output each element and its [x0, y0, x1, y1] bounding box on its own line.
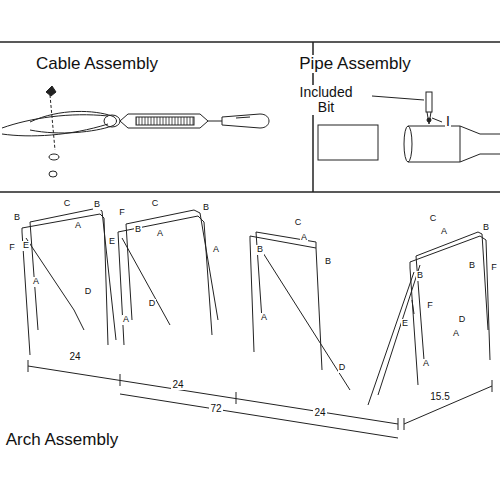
dimension-label: 24 [68, 351, 81, 362]
part-letter: A [440, 227, 448, 237]
part-letter: E [22, 241, 30, 251]
dimension-label: 15.5 [429, 391, 450, 402]
part-letter: C [151, 199, 160, 209]
part-letter: A [122, 315, 130, 325]
part-letter: A [212, 245, 220, 255]
part-letter: D [338, 363, 347, 373]
section-heading: Included Bit [295, 85, 357, 116]
dimension-label: 24 [313, 407, 326, 418]
part-letter: B [13, 213, 21, 223]
part-letter: A [74, 221, 82, 231]
part-letter: C [429, 214, 438, 224]
part-letter: A [260, 313, 268, 323]
part-letter: B [482, 223, 490, 233]
part-letter: D [458, 315, 467, 325]
part-letter: B [134, 225, 142, 235]
part-letter: B [256, 245, 264, 255]
part-letter: A [452, 329, 460, 339]
part-letter: D [84, 287, 93, 297]
part-letter: A [300, 233, 308, 243]
part-letter: E [401, 319, 409, 329]
part-letter: F [490, 263, 498, 273]
part-letter: F [426, 301, 434, 311]
section-heading: I [445, 114, 451, 129]
section-heading: Arch Assembly [5, 431, 119, 450]
part-letter: D [148, 299, 157, 309]
part-letter: E [108, 237, 116, 247]
part-letter: F [8, 243, 16, 253]
part-letter: B [324, 257, 332, 267]
part-letter: B [468, 261, 476, 271]
section-heading: Pipe Assembly [298, 55, 412, 74]
dimension-label: 24 [171, 379, 184, 390]
part-letter: A [422, 359, 430, 369]
part-letter: B [202, 203, 210, 213]
dimension-label: 72 [209, 403, 222, 414]
part-letter: B [416, 271, 424, 281]
part-letter: C [63, 199, 72, 209]
part-letter: C [294, 218, 303, 228]
part-letter: A [32, 277, 40, 287]
part-letter: A [156, 229, 164, 239]
part-letter: B [93, 200, 101, 210]
part-letter: F [118, 208, 126, 218]
section-heading: Cable Assembly [35, 55, 159, 74]
